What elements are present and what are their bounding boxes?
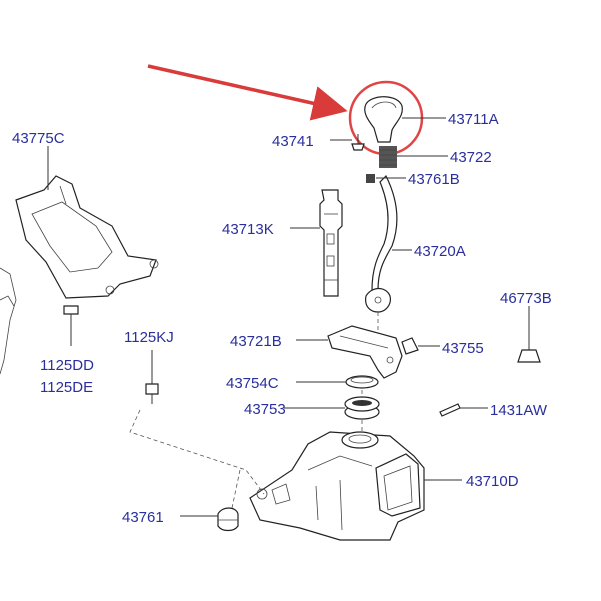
label-43741: 43741	[272, 133, 314, 150]
small-nut	[366, 174, 375, 183]
left-bracket	[15, 175, 159, 299]
bushing-part	[344, 396, 380, 420]
label-1431AW: 1431AW	[490, 402, 548, 419]
shift-sleeve	[319, 189, 343, 297]
label-1125DE: 1125DE	[40, 379, 93, 396]
label-43755: 43755	[442, 340, 484, 357]
label-43713K: 43713K	[222, 221, 274, 238]
label-46773B: 46773B	[500, 290, 552, 307]
label-43753: 43753	[244, 401, 286, 418]
label-43761: 43761	[122, 509, 164, 526]
clip-part	[401, 337, 419, 355]
label-1125DD: 1125DD	[40, 357, 94, 374]
label-43775C: 43775C	[12, 130, 65, 147]
label-43761B: 43761B	[408, 171, 460, 188]
label-43721B: 43721B	[230, 333, 282, 350]
ring-part	[345, 375, 379, 389]
lower-grommet	[217, 507, 239, 532]
label-1125KJ: 1125KJ	[124, 329, 174, 346]
grommet-part	[517, 349, 541, 363]
shift-knob	[364, 96, 403, 143]
shift-housing	[249, 431, 425, 541]
label-43720A: 43720A	[414, 243, 466, 260]
bolt-1125dd	[63, 305, 79, 346]
pin-part	[351, 134, 365, 151]
pointer-arrow	[147, 64, 348, 121]
shift-lever	[365, 174, 398, 313]
label-43710D: 43710D	[466, 473, 519, 490]
label-43754C: 43754C	[226, 375, 279, 392]
bolt-1125kj	[145, 350, 159, 404]
label-43711A: 43711A	[448, 111, 499, 128]
assembly-guide-lines	[129, 409, 265, 495]
roll-pin	[439, 403, 461, 417]
lever-bracket	[327, 325, 403, 379]
label-43722: 43722	[450, 149, 492, 166]
boot-spring	[379, 146, 397, 168]
edge-structure	[0, 267, 17, 375]
